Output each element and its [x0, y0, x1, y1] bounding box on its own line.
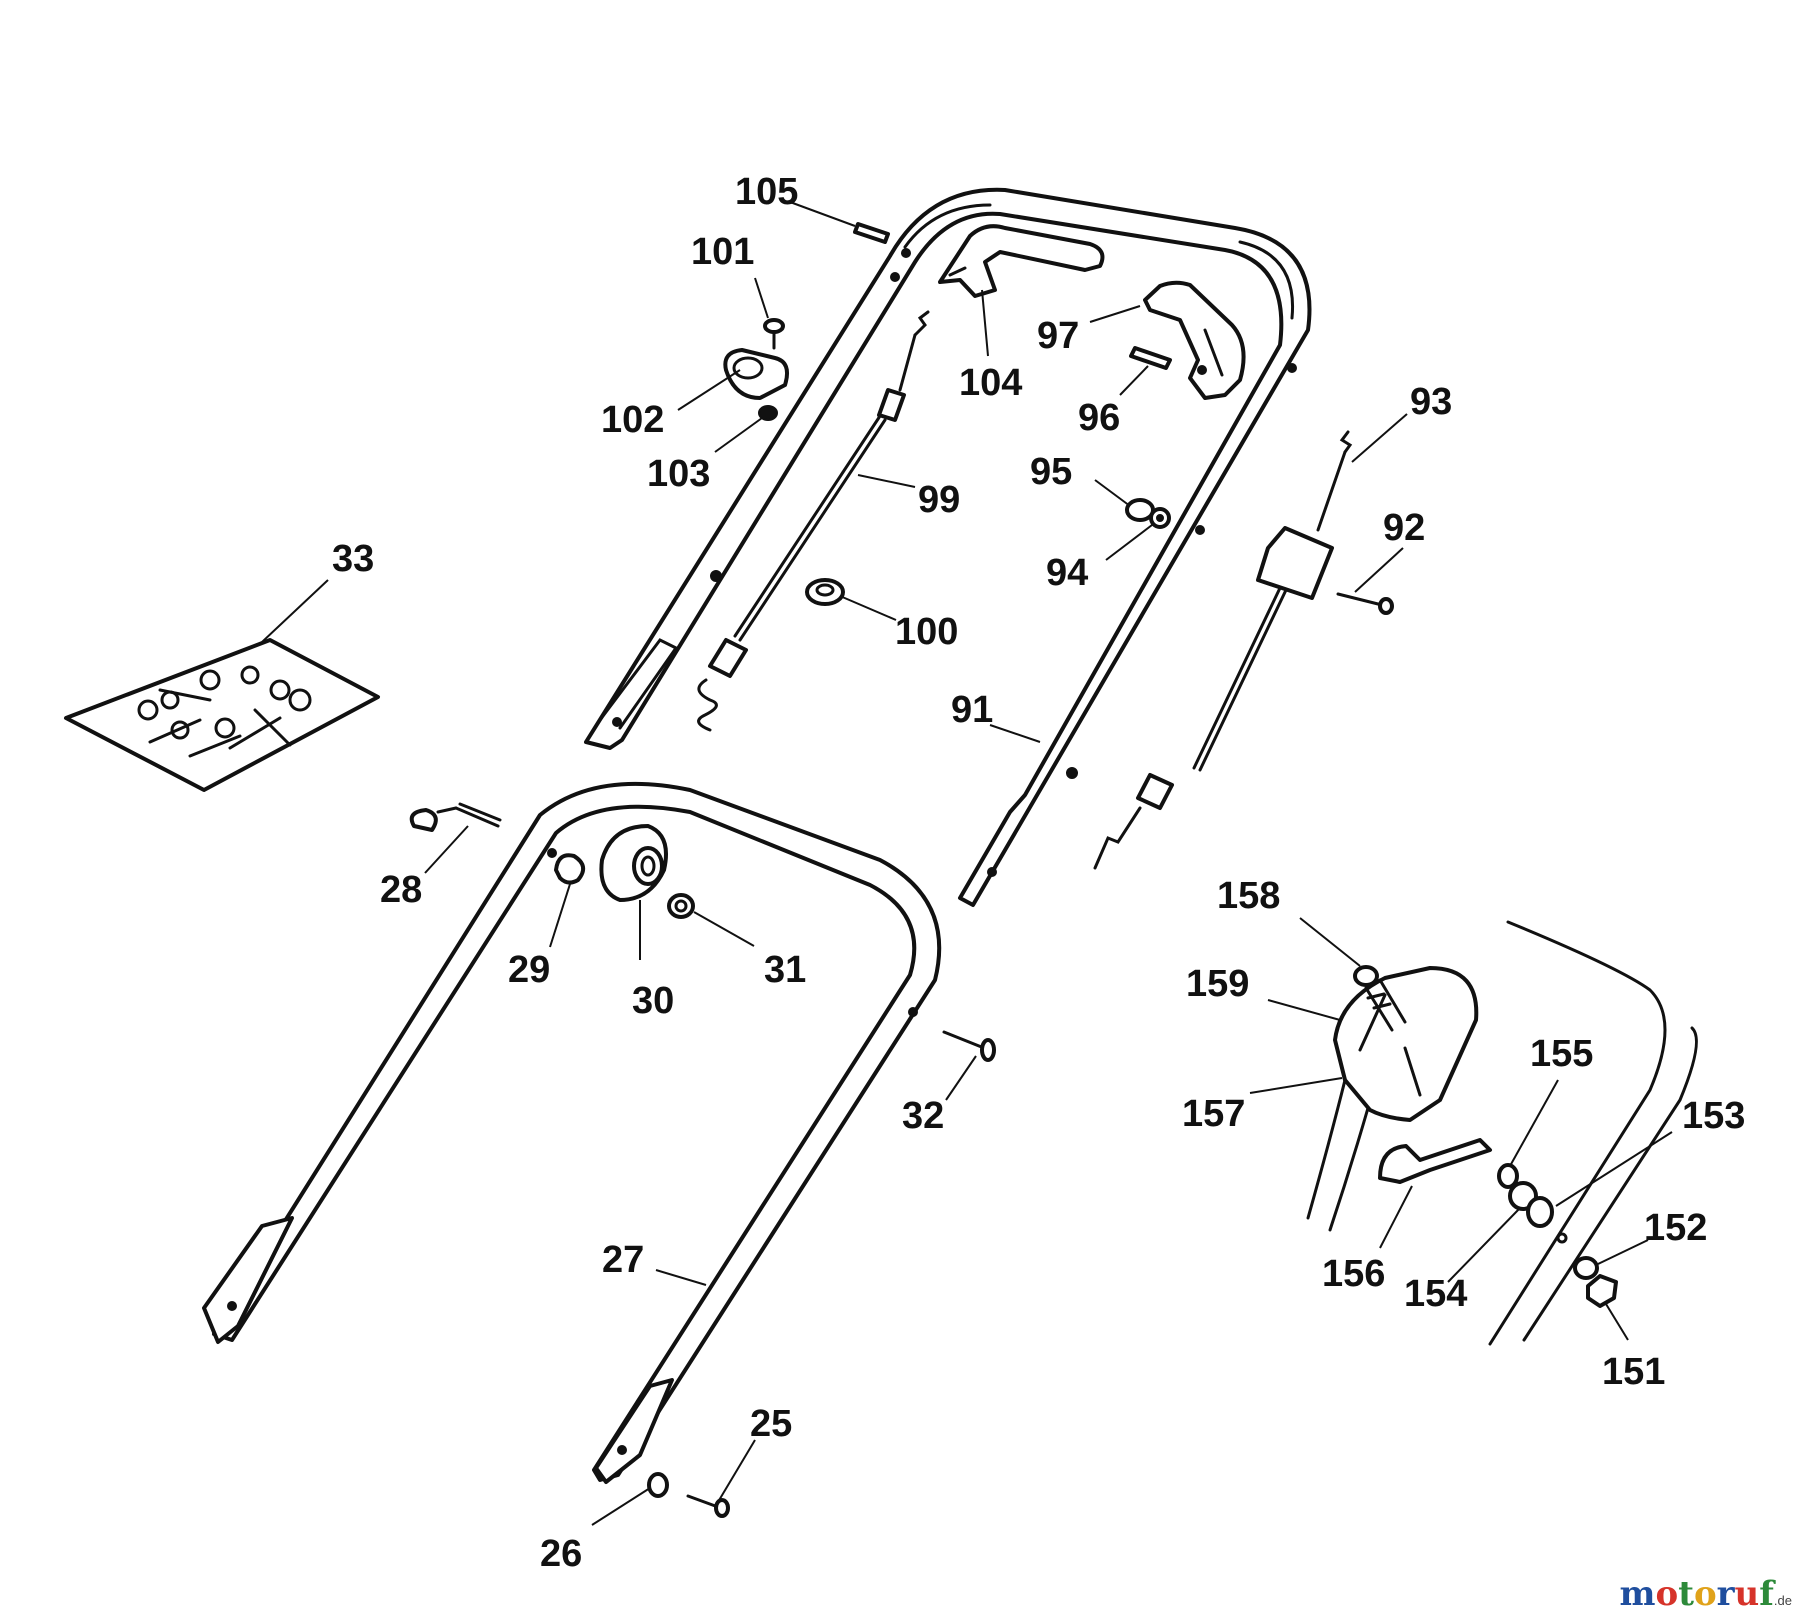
- callout-97: 97: [1037, 315, 1079, 357]
- callout-95: 95: [1030, 451, 1072, 493]
- callout-25: 25: [750, 1403, 792, 1445]
- lower-cable-part-93: [1093, 430, 1353, 870]
- callout-151: 151: [1602, 1351, 1665, 1393]
- bolt-part-25: [686, 1494, 730, 1518]
- lower-handle-part-27: [202, 781, 942, 1484]
- screw-part-101: [763, 318, 785, 350]
- watermark-tld: .de: [1773, 1593, 1792, 1608]
- callout-92: 92: [1383, 507, 1425, 549]
- upper-handle-part-91: [584, 187, 1312, 907]
- nut-part-151: [1586, 1274, 1618, 1308]
- callout-158: 158: [1217, 875, 1280, 917]
- callout-32: 32: [902, 1095, 944, 1137]
- callout-159: 159: [1186, 963, 1249, 1005]
- callout-100: 100: [895, 611, 958, 653]
- callout-30: 30: [632, 980, 674, 1022]
- callout-103: 103: [647, 453, 710, 495]
- callout-157: 157: [1182, 1093, 1245, 1135]
- nut-part-31: [667, 893, 695, 919]
- lever-part-156: [1378, 1138, 1492, 1184]
- callout-26: 26: [540, 1533, 582, 1575]
- pin-part-105: [853, 222, 890, 244]
- watermark-letter: r: [1716, 1574, 1735, 1614]
- watermark-letter: m: [1619, 1574, 1656, 1614]
- leader-lines: [261, 201, 1673, 1526]
- height-adjuster-part-157: [1306, 966, 1479, 1232]
- grip-bracket-part-97: [1143, 280, 1246, 400]
- callout-102: 102: [601, 399, 664, 441]
- nut-part-103: [758, 405, 778, 421]
- washer-part-155: [1497, 1163, 1519, 1189]
- callout-94: 94: [1046, 552, 1088, 594]
- callout-99: 99: [918, 479, 960, 521]
- watermark-letter: t: [1678, 1574, 1694, 1614]
- eye-bolt-part-28: [409, 802, 502, 832]
- callout-28: 28: [380, 869, 422, 911]
- watermark-letter: o: [1655, 1574, 1679, 1614]
- callout-101: 101: [691, 231, 754, 273]
- watermark-letter: u: [1734, 1574, 1760, 1614]
- washer-part-29: [554, 853, 586, 885]
- pin-part-96: [1129, 346, 1172, 370]
- washer-part-26: [647, 1472, 669, 1498]
- callout-152: 152: [1644, 1207, 1707, 1249]
- callout-154: 154: [1404, 1273, 1467, 1315]
- callout-153: 153: [1682, 1095, 1745, 1137]
- watermark-letter: f: [1759, 1574, 1774, 1614]
- callout-27: 27: [602, 1239, 644, 1281]
- deck-edge-outline: [1488, 920, 1698, 1346]
- bolt-part-32: [942, 1030, 996, 1062]
- washer-part-152: [1573, 1256, 1599, 1280]
- spring-part-159: [1364, 978, 1407, 1032]
- callout-105: 105: [735, 171, 798, 213]
- washer-nut-parts-94-95: [1125, 498, 1171, 529]
- callout-29: 29: [508, 949, 550, 991]
- callout-155: 155: [1530, 1033, 1593, 1075]
- knob-part-158: [1353, 965, 1379, 987]
- callout-91: 91: [951, 689, 993, 731]
- callout-labels: 105 101 102 103 104 97 96 93 95 99 94 92…: [332, 171, 1745, 1575]
- callout-33: 33: [332, 538, 374, 580]
- cable-clip-part-102: [723, 348, 789, 400]
- upper-cable-part-99: [697, 310, 930, 732]
- bushing-part-154: [1508, 1181, 1554, 1228]
- motoruf-watermark-logo: motoruf.de: [1620, 1574, 1792, 1614]
- bail-lever-part-104: [938, 224, 1105, 298]
- grommet-part-100: [805, 578, 845, 606]
- star-knob-part-30: [599, 824, 668, 902]
- callout-93: 93: [1410, 381, 1452, 423]
- watermark-letter: o: [1693, 1574, 1717, 1614]
- hardware-bag-part-33: [64, 638, 380, 792]
- callout-96: 96: [1078, 397, 1120, 439]
- callout-104: 104: [959, 362, 1022, 404]
- callout-156: 156: [1322, 1253, 1385, 1295]
- screw-part-92: [1336, 592, 1394, 615]
- callout-31: 31: [764, 949, 806, 991]
